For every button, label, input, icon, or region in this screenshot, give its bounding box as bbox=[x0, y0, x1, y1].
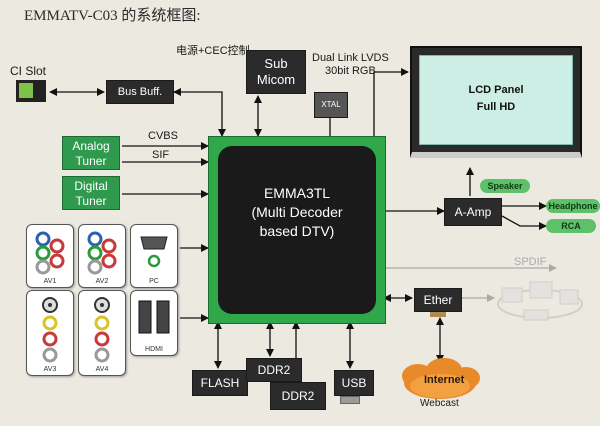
av3-card: AV3 bbox=[26, 290, 74, 376]
flash-box: FLASH bbox=[192, 370, 248, 396]
emma-line1: EMMA3TL bbox=[263, 185, 331, 201]
lvds-line bbox=[373, 68, 409, 136]
spdif-label: SPDIF bbox=[514, 256, 547, 268]
emma3tl-die: EMMA3TL (Multi Decoder based DTV) bbox=[218, 146, 376, 314]
analog-tuner-line1: Analog bbox=[72, 139, 110, 153]
analog-tuner-box: Analog Tuner bbox=[62, 136, 120, 170]
diagram-title: EMMATV-C03 的系统框图: bbox=[24, 8, 201, 24]
usb-box: USB bbox=[334, 370, 374, 396]
ethernet-connector-icon bbox=[430, 312, 446, 317]
digital-tuner-box: Digital Tuner bbox=[62, 176, 120, 210]
lvds-label: Dual Link LVDS 30bit RGB bbox=[312, 52, 389, 78]
xtal-box: XTAL bbox=[314, 92, 348, 118]
av1-card: AV1 bbox=[26, 224, 74, 288]
lcd-line2: Full HD bbox=[476, 101, 516, 113]
hdmi-ports-icon bbox=[138, 300, 170, 334]
ddr2-box-2: DDR2 bbox=[270, 382, 326, 410]
emma3tl-chip: EMMA3TL (Multi Decoder based DTV) bbox=[208, 136, 386, 324]
av1-caption: AV1 bbox=[43, 278, 57, 285]
lvds-line1: Dual Link LVDS bbox=[312, 52, 389, 64]
bus-emma-line bbox=[173, 88, 226, 137]
webcast-label: Webcast bbox=[420, 398, 459, 409]
network-devices-illustration bbox=[497, 281, 583, 321]
pc-card: PC bbox=[130, 224, 178, 288]
sub-micom-line2: Micom bbox=[256, 72, 296, 87]
av4-jacks-icon bbox=[94, 297, 110, 363]
emma-line3: based DTV) bbox=[259, 223, 335, 239]
power-cec-label: 电源+CEC控制 bbox=[176, 45, 250, 57]
av1-jacks-icon bbox=[35, 231, 65, 275]
av3-caption: AV3 bbox=[43, 366, 57, 373]
lcd-line1: LCD Panel bbox=[468, 84, 524, 96]
av2-jacks-icon bbox=[87, 231, 117, 275]
speaker-pill: Speaker bbox=[480, 179, 530, 193]
lvds-line2: 30bit RGB bbox=[325, 65, 376, 77]
sif-label: SIF bbox=[152, 149, 170, 161]
hdmi-caption: HDMI bbox=[145, 346, 163, 353]
sub-micom-line1: Sub bbox=[264, 56, 288, 71]
cvbs-label: CVBS bbox=[148, 130, 178, 142]
av4-card: AV4 bbox=[78, 290, 126, 376]
aamp-rca-line bbox=[501, 215, 547, 230]
bus-buff-box: Bus Buff. bbox=[106, 80, 174, 104]
digital-tuner-line2: Tuner bbox=[75, 194, 107, 208]
ci-slot-label: CI Slot bbox=[10, 64, 47, 78]
pc-vga-port-icon bbox=[140, 236, 168, 268]
lcd-screen: LCD Panel Full HD bbox=[419, 55, 573, 145]
av2-caption: AV2 bbox=[95, 278, 109, 285]
lcd-panel: LCD Panel Full HD bbox=[410, 46, 582, 158]
pc-caption: PC bbox=[149, 278, 159, 285]
ddr2-box-1: DDR2 bbox=[246, 358, 302, 382]
emma-line2: (Multi Decoder bbox=[251, 204, 343, 220]
a-amp-box: A-Amp bbox=[444, 198, 502, 226]
analog-tuner-line2: Tuner bbox=[75, 154, 107, 168]
usb-connector-icon bbox=[340, 396, 360, 404]
rca-pill: RCA bbox=[546, 219, 596, 233]
internet-cloud bbox=[402, 358, 480, 399]
digital-tuner-line1: Digital bbox=[74, 179, 108, 193]
ether-box: Ether bbox=[414, 288, 462, 312]
headphone-pill: Headphone bbox=[546, 199, 600, 213]
sub-micom-box: Sub Micom bbox=[246, 50, 306, 94]
av2-card: AV2 bbox=[78, 224, 126, 288]
internet-label: Internet bbox=[424, 374, 465, 386]
av3-jacks-icon bbox=[42, 297, 58, 363]
av4-caption: AV4 bbox=[95, 366, 109, 373]
ci-slot-icon bbox=[16, 80, 46, 102]
hdmi-card: HDMI bbox=[130, 290, 178, 356]
